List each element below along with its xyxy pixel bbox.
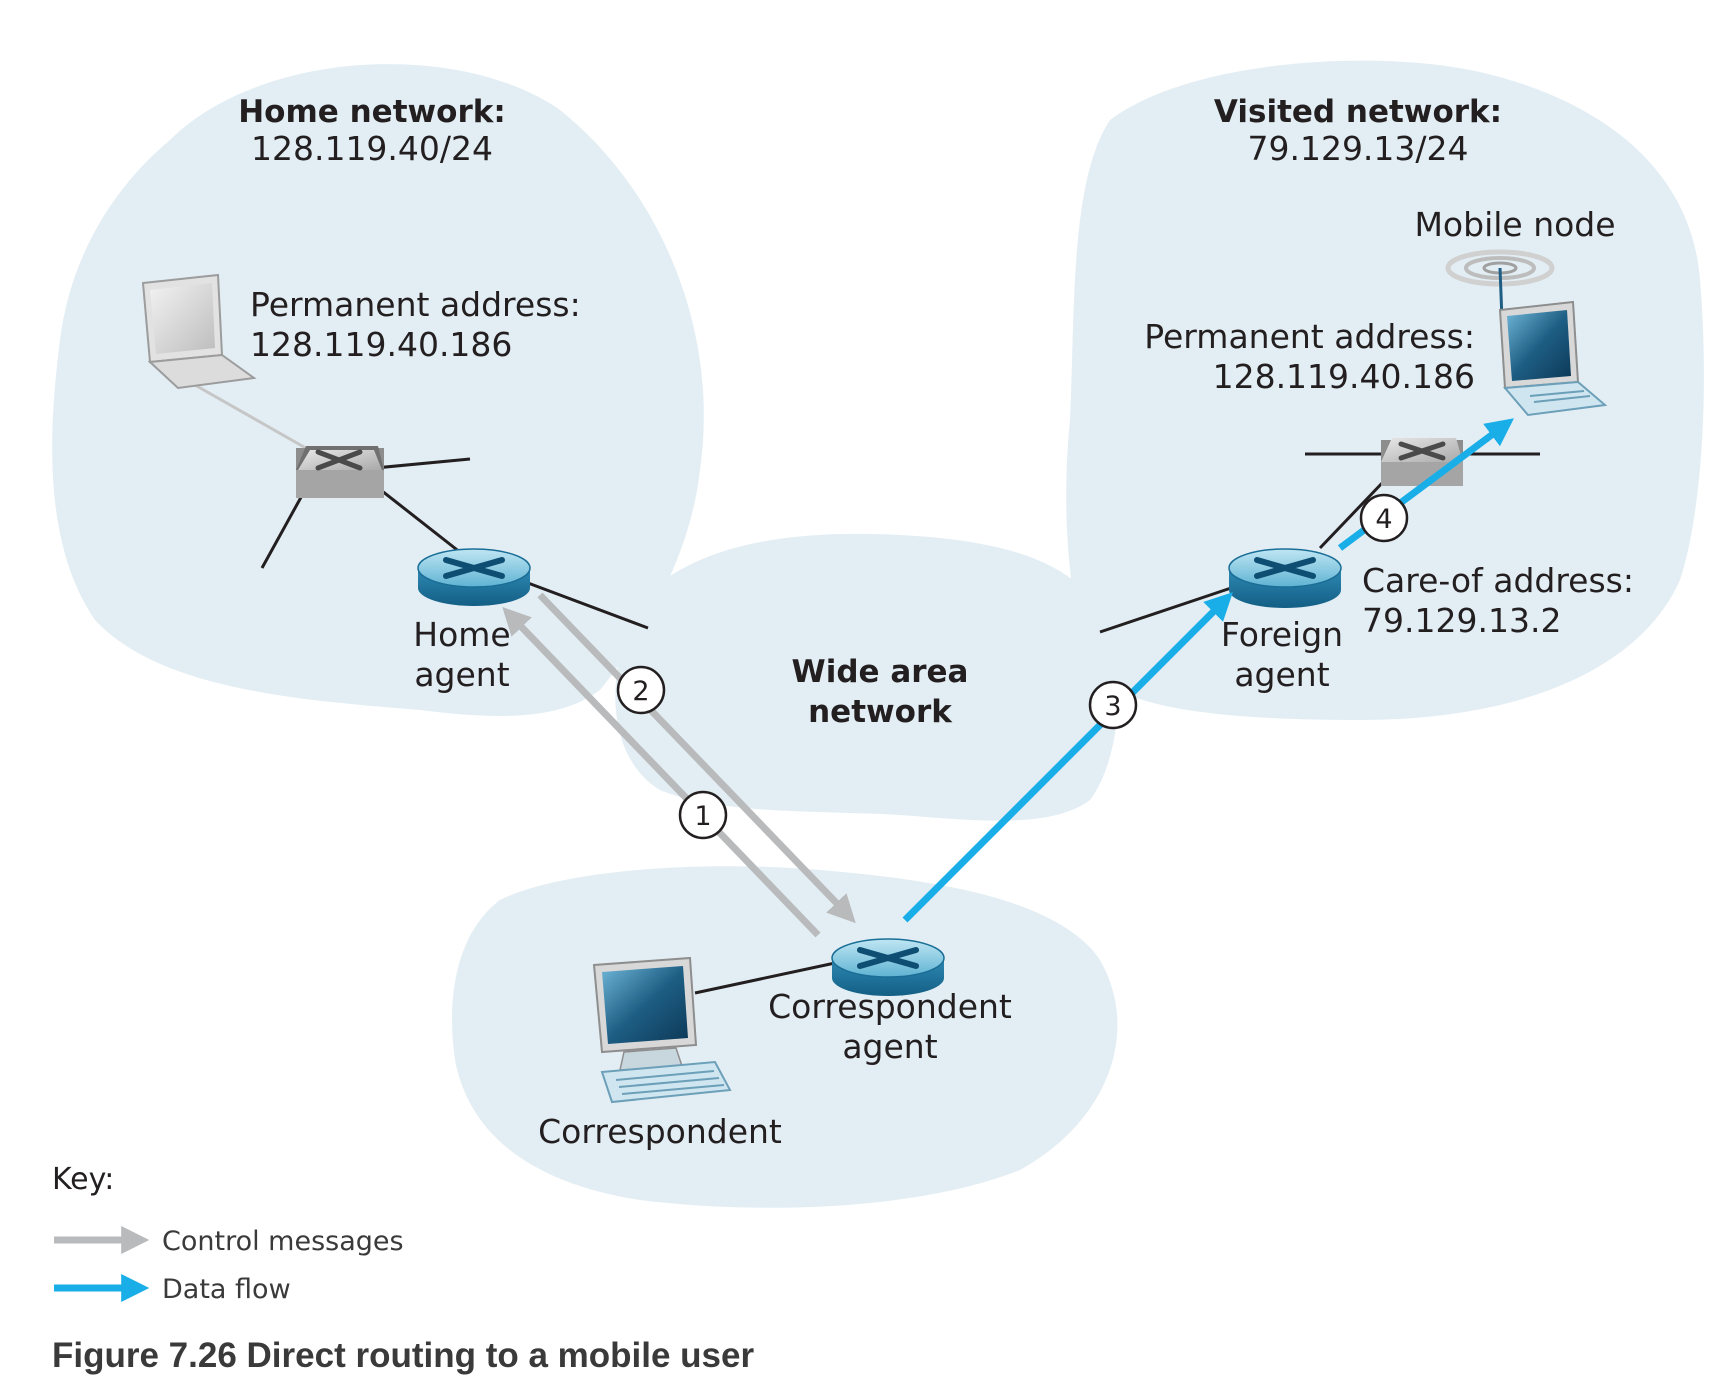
mobile-permanent-address-label: Permanent address:: [1144, 317, 1475, 356]
wide-area-network-cloud: [615, 533, 1119, 821]
foreign-agent-label-line2: agent: [1234, 655, 1329, 694]
care-of-address-value: 79.129.13.2: [1362, 601, 1561, 640]
correspondent-agent-label-line2: agent: [842, 1027, 937, 1066]
home-switch-stub-link: [260, 489, 307, 569]
home-agent-router-icon: [417, 548, 531, 606]
wireless-signal-icon: [1445, 249, 1555, 321]
home-agent-to-wan-link: [519, 578, 649, 630]
correspondent-label: Correspondent: [538, 1112, 782, 1151]
step-3-label: 3: [1104, 691, 1121, 722]
visited-network-cloud: [1066, 60, 1704, 721]
step-1-marker: 1: [678, 790, 728, 840]
correspondent-agent-label-line1: Correspondent: [768, 987, 1012, 1026]
home-permanent-address-label: Permanent address:: [250, 285, 581, 324]
home-switch-icon: [296, 446, 384, 498]
visited-network-title: Visited network:: [1214, 94, 1502, 130]
mobile-node-laptop-icon: [1498, 300, 1608, 417]
step-4-label: 4: [1375, 504, 1392, 535]
step-2-marker: 2: [616, 665, 666, 715]
control-arrow-2: [537, 592, 856, 924]
foreign-agent-router-icon: [1228, 548, 1342, 608]
mobile-permanent-address-value: 128.119.40.186: [1213, 357, 1475, 396]
home-switch-stub-link-2: [374, 457, 471, 470]
step-4-marker: 4: [1359, 493, 1409, 543]
mobile-node-title: Mobile node: [1414, 205, 1615, 244]
foreign-agent-label-line1: Foreign: [1221, 615, 1343, 654]
key-control-label: Control messages: [162, 1226, 404, 1257]
step-3-marker: 3: [1088, 680, 1138, 730]
data-arrow-3: [902, 592, 1233, 923]
home-permanent-address-value: 128.119.40.186: [250, 325, 512, 364]
home-network-title: Home network:: [238, 94, 506, 130]
correspondent-computer-icon: [592, 956, 732, 1104]
home-agent-label-line2: agent: [414, 655, 509, 694]
key-title: Key:: [52, 1162, 114, 1197]
wan-label-line1: Wide area: [792, 654, 969, 690]
correspondent-to-agent-link: [694, 961, 836, 995]
home-laptop-icon: [141, 273, 257, 390]
step-1-label: 1: [694, 801, 711, 832]
control-arrow-1: [502, 606, 821, 938]
home-network-cloud: [52, 64, 704, 716]
figure-caption: Figure 7.26 Direct routing to a mobile u…: [52, 1336, 754, 1375]
home-network-subnet: 128.119.40/24: [251, 129, 493, 168]
home-laptop-link: [194, 383, 319, 457]
home-agent-label-line1: Home: [413, 615, 510, 654]
key-data-label: Data flow: [162, 1274, 291, 1305]
visited-network-subnet: 79.129.13/24: [1247, 129, 1468, 168]
step-2-label: 2: [632, 676, 649, 707]
care-of-address-label: Care-of address:: [1362, 561, 1634, 600]
correspondent-agent-router-icon: [831, 938, 945, 996]
foreign-agent-to-switch-link: [1318, 478, 1387, 550]
wan-label-line2: network: [808, 694, 953, 730]
correspondent-network-cloud: [452, 866, 1118, 1208]
